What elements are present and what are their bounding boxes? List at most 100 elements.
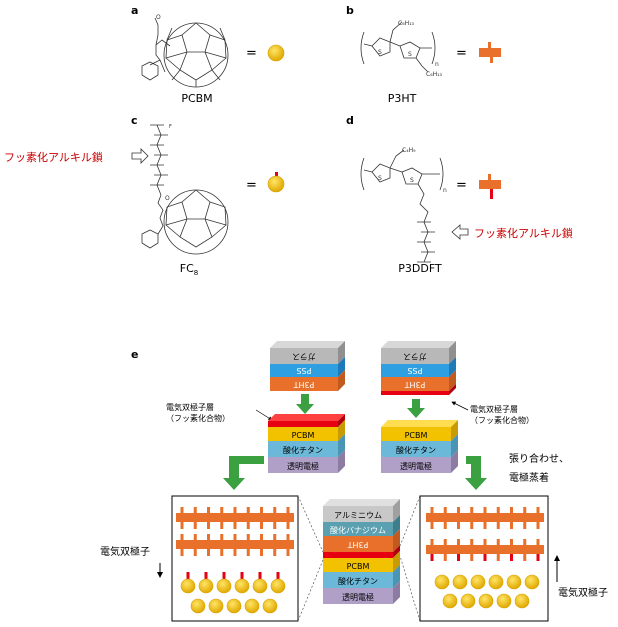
- phenyl-ring: [141, 61, 159, 81]
- fullerene-facets-c: [165, 189, 227, 248]
- fullerene-ball: [442, 593, 458, 609]
- panel-c-letter: c: [131, 114, 138, 127]
- pcbm-ball-icon: [267, 44, 285, 62]
- arrow-to-chain-d: [451, 224, 469, 240]
- chains-right: [426, 507, 544, 561]
- svg-text:P3HT: P3HT: [293, 380, 314, 389]
- fullerene-ball: [208, 598, 224, 614]
- layer-dipole-tr: [381, 391, 449, 395]
- pcbm-structure: O: [141, 14, 229, 88]
- layer-p3ht-tr: P3HT: [381, 370, 456, 391]
- equals-c: =: [246, 178, 257, 193]
- annot-dipole-right: 電気双極子層 （フッ素化合物）: [451, 401, 534, 425]
- stack-top-right: ガラス PSS P3HT: [381, 341, 456, 395]
- chains-left: [176, 507, 294, 556]
- f-labels: F: [169, 124, 172, 130]
- side-chain: [149, 17, 171, 73]
- label-fluoroalkyl-c: フッ素化アルキル鎖: [4, 150, 103, 164]
- p3ht-segment-icon: [479, 42, 501, 63]
- fullerene-ball: [270, 572, 286, 594]
- layer-p3ht-tl: P3HT: [270, 370, 345, 391]
- links: [363, 21, 432, 73]
- fullerene-ball: [262, 598, 278, 614]
- p3ddft-segment-icon: [479, 174, 501, 199]
- svg-text:P3HT: P3HT: [347, 540, 368, 549]
- layer-pss-tl: PSS: [270, 357, 345, 377]
- fullerene-ball: [478, 593, 494, 609]
- svg-text:（フッ素化合物）: （フッ素化合物）: [470, 415, 534, 425]
- fullerene-ball: [216, 572, 232, 594]
- dd-chain: [417, 183, 435, 263]
- sub-n: n: [435, 61, 439, 68]
- panel-a: a O = PCBM: [131, 4, 285, 105]
- layer-ito-b: 透明電極: [323, 581, 400, 604]
- layer-al: アルミニウム: [323, 499, 400, 522]
- polymer-chain: [426, 507, 544, 529]
- zoom-box-left: [171, 495, 299, 622]
- stack-top-left: ガラス PSS P3HT: [270, 341, 345, 391]
- svg-text:PCBM: PCBM: [292, 431, 315, 440]
- svg-text:酸化チタン: 酸化チタン: [396, 445, 436, 455]
- layer-ito-mr: 透明電極: [381, 450, 458, 473]
- dipole-label-right: 電気双極子: [558, 586, 608, 599]
- annot-dipole-left: 電気双極子層 （フッ素化合物）: [166, 402, 273, 423]
- fullerene-ball: [514, 593, 530, 609]
- panel-d: d S S C₄H₉ n = フッ素化アルキル鎖 P3DDFT: [346, 114, 573, 275]
- caption-pcbm: PCBM: [181, 92, 212, 105]
- panel-d-letter: d: [346, 114, 354, 127]
- layer-pcbm-b: PCBM: [323, 551, 400, 572]
- fullerene-ball: [190, 598, 206, 614]
- layer-pss-tr: PSS: [381, 357, 456, 377]
- equals-b: =: [456, 46, 467, 61]
- balls-left: [180, 572, 286, 614]
- svg-text:酸化バナジウム: 酸化バナジウム: [330, 525, 386, 535]
- stack-mid-right: PCBM 酸化チタン 透明電極: [381, 420, 458, 473]
- layer-tio2-mr: 酸化チタン: [381, 434, 458, 457]
- fullerene-ball: [252, 572, 268, 594]
- caption-fc8: FC8: [180, 262, 198, 277]
- fullerene-ball: [506, 574, 522, 590]
- p3ht-structure: S S C₆H₁₃ C₆H₁₃ n: [360, 20, 443, 78]
- stack-mid-left: PCBM 酸化チタン 透明電極: [268, 414, 345, 473]
- fullerene-ball: [470, 574, 486, 590]
- linker: [157, 194, 164, 235]
- label-fluoroalkyl-d: フッ素化アルキル鎖: [474, 226, 573, 240]
- fullerene-ball: [452, 574, 468, 590]
- layer-ito-ml: 透明電極: [268, 450, 345, 473]
- svg-text:P3HT: P3HT: [404, 380, 425, 389]
- thiophene-1: [371, 37, 391, 57]
- equals-d: =: [456, 178, 467, 193]
- fullerene-ball: [460, 593, 476, 609]
- bond-label-2: 電極蒸着: [509, 471, 549, 484]
- fullerene-facets: [165, 22, 227, 87]
- layer-pcbm-mr: PCBM: [381, 420, 458, 441]
- layer-tio2-ml: 酸化チタン: [268, 434, 345, 457]
- thiophene-2: [399, 41, 421, 59]
- svg-text:酸化チタン: 酸化チタン: [338, 576, 378, 586]
- panel-c: c フッ素化アルキル鎖 F O = FC8: [4, 114, 285, 277]
- fullerene-cage-c: [163, 189, 229, 255]
- balls-right: [434, 574, 540, 609]
- bent-arrow-left: [223, 456, 264, 490]
- caption-p3ht: P3HT: [388, 92, 417, 105]
- s1: S: [378, 49, 382, 56]
- p3ddft-structure: S S C₄H₉ n: [360, 147, 447, 263]
- phenyl-ring-c: [141, 229, 159, 249]
- svg-text:アルミニウム: アルミニウム: [334, 511, 382, 520]
- polymer-chain: [176, 534, 294, 556]
- layer-p3ht-b: P3HT: [323, 529, 400, 552]
- svg-text:透明電極: 透明電極: [287, 461, 319, 471]
- fullerene-ball: [524, 574, 540, 590]
- arrow-to-chain-c: [131, 148, 149, 164]
- panel-e-letter: e: [131, 348, 138, 361]
- fullerene-ball: [226, 598, 242, 614]
- s2: S: [408, 51, 412, 58]
- stack-bottom: アルミニウム 酸化バナジウム P3HT PCBM 酸: [323, 499, 400, 604]
- svg-text:PCBM: PCBM: [347, 562, 370, 571]
- polymer-chain: [176, 507, 294, 529]
- svg-text:ガラス: ガラス: [292, 352, 316, 362]
- fullerene-ball: [234, 572, 250, 594]
- svg-text:S: S: [378, 175, 382, 182]
- o-label-c: O: [165, 195, 170, 202]
- svg-text:PCBM: PCBM: [405, 431, 428, 440]
